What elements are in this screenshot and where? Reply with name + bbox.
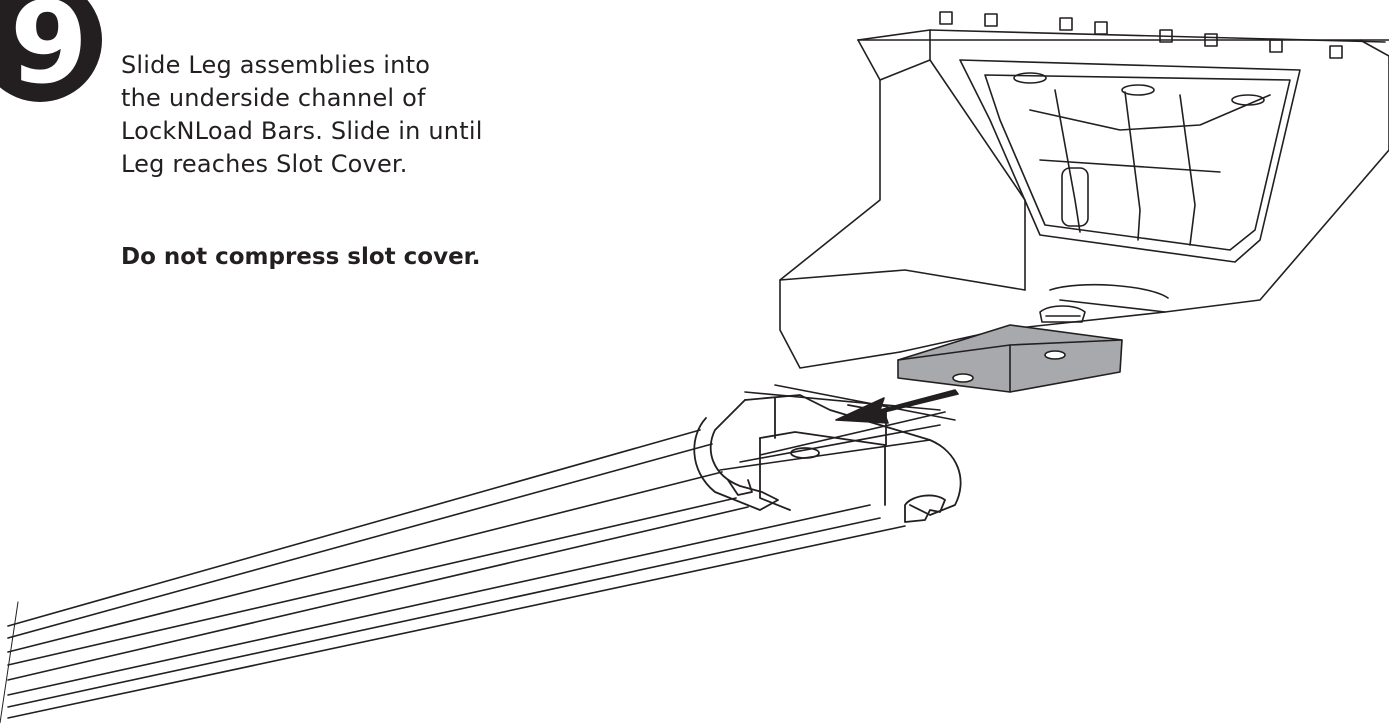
warning-text: Do not compress slot cover. [121, 244, 481, 270]
instruction-line: LockNLoad Bars. Slide in until [121, 117, 483, 145]
instruction-line: Leg reaches Slot Cover. [121, 150, 408, 178]
instruction-line: Slide Leg assemblies into [121, 51, 431, 79]
instruction-line: the underside channel of [121, 84, 426, 112]
step-number: 9 [10, 0, 88, 109]
lockNload-bar [0, 384, 956, 723]
t-slot-nut-plate [897, 305, 1123, 393]
direction-arrow [835, 389, 959, 424]
slot-cover [693, 394, 962, 523]
step-number-badge: 9 [0, 0, 102, 102]
instruction-text: Slide Leg assemblies into the underside … [121, 49, 641, 181]
leg-assembly [779, 11, 1389, 369]
